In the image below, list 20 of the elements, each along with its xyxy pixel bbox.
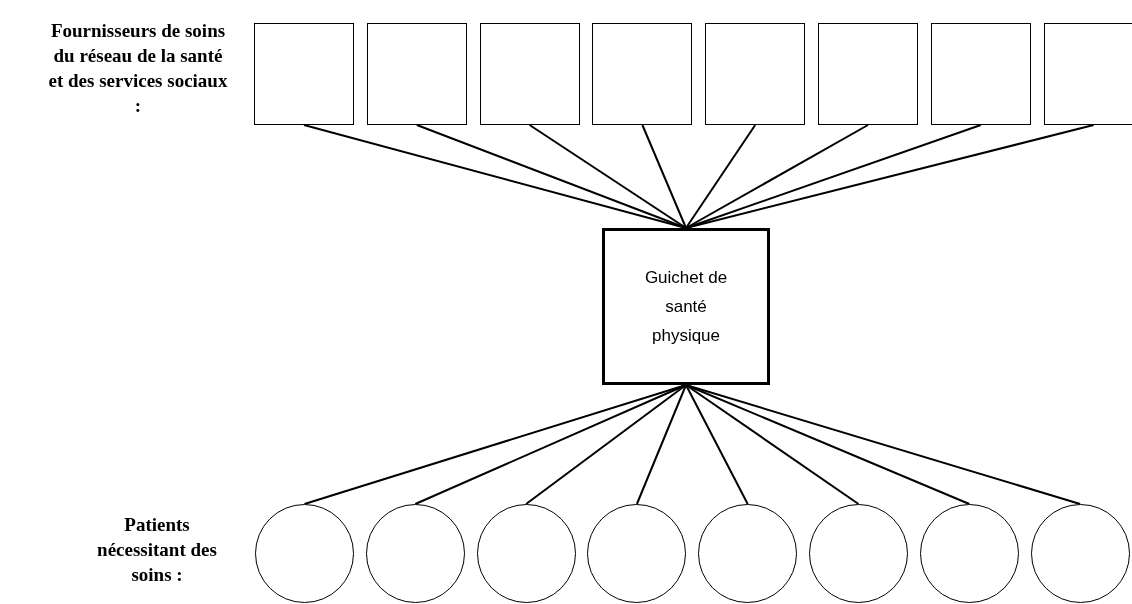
connector-line: [525, 384, 687, 505]
node-label: Guichet de santé physique: [643, 267, 729, 347]
process-box: [602, 228, 770, 385]
provider-box: [366, 23, 467, 125]
connector-line: [685, 124, 869, 229]
connector-line: [635, 384, 687, 505]
provider-box: [254, 23, 354, 125]
provider-box: [592, 23, 693, 125]
connector-line: [685, 124, 757, 229]
connector-line: [641, 124, 687, 229]
group-label: Fournisseurs de soins du réseau de la santé et des services sociaux :: [48, 19, 228, 118]
group-label: Patients nécessitant des soins :: [96, 513, 218, 587]
connector-line: [685, 384, 749, 505]
provider-box: [818, 23, 918, 125]
connector-line: [528, 124, 687, 229]
connector-line: [685, 384, 860, 505]
provider-box: [479, 23, 580, 125]
provider-box: [1043, 23, 1132, 125]
provider-box: [930, 23, 1031, 125]
provider-box: [705, 23, 806, 125]
